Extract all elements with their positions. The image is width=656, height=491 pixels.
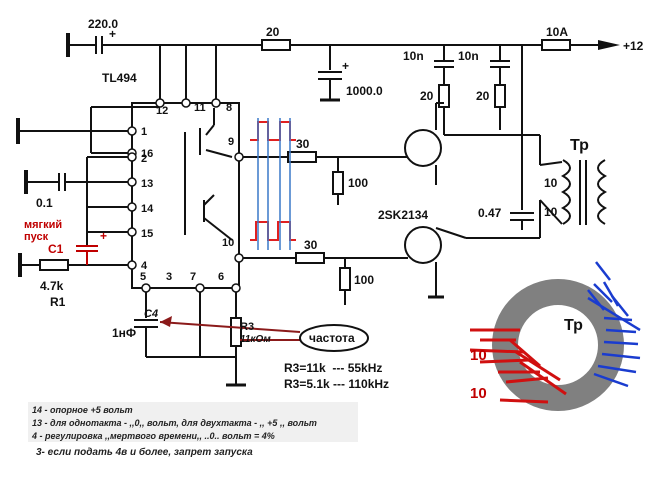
pin-11: 11: [194, 102, 206, 114]
label-chip-name: TL494: [102, 71, 137, 85]
label-gate-res-1: 30: [296, 137, 310, 151]
label-cap-pin13: 0.1: [36, 196, 53, 210]
label-r1-value: 4.7k: [40, 279, 64, 293]
label-cap-047: 0.47: [478, 206, 502, 220]
pin-13: 13: [141, 178, 153, 190]
label-fuse: 10A: [546, 25, 568, 39]
label-gate-res-2: 30: [304, 238, 318, 252]
label-snubber-res-2: 20: [476, 89, 490, 103]
note-line-1: 14 - опорное +5 вольт: [32, 405, 133, 415]
label-pulldown-2: 100: [354, 273, 374, 287]
pin-2: 2: [141, 153, 147, 165]
label-soft-start-2: пуск: [24, 231, 49, 243]
pin-8: 8: [226, 102, 232, 114]
label-cap-bulk: 1000.0: [346, 84, 383, 98]
label-soft-start-1: мягкий: [24, 219, 62, 231]
pin-15: 15: [141, 228, 153, 240]
label-snubber-res-1: 20: [420, 89, 434, 103]
label-snubber-cap-1: 10n: [403, 49, 424, 63]
pin-12: 12: [156, 105, 168, 117]
toroid-winding-a: 10: [470, 347, 487, 364]
pin-4: 4: [141, 260, 148, 272]
label-frequency: частота: [309, 331, 355, 345]
label-mosfet: 2SK2134: [378, 208, 428, 222]
pin-7: 7: [190, 271, 196, 283]
label-snubber-cap-2: 10n: [458, 49, 479, 63]
note-line-3: 4 - регулировка ,,мертвого времени,, ..0…: [31, 431, 275, 441]
label-output-voltage: +12: [623, 39, 644, 53]
note-bottom: 3- если подать 4в и более, запрет запуск…: [36, 446, 253, 458]
label-pulldown-1: 100: [348, 176, 368, 190]
svg-text:+: +: [342, 59, 349, 73]
toroid-label: Тр: [564, 317, 583, 334]
pin-6: 6: [218, 271, 224, 283]
formula-line-2: R3=5.1k --- 110kHz: [284, 377, 389, 391]
pin-3: 3: [166, 271, 172, 283]
note-line-2: 13 - для однотакта - ,,0,, вольт, для дв…: [32, 418, 317, 428]
pin-9: 9: [228, 136, 234, 148]
svg-text:+: +: [109, 27, 116, 41]
label-transformer: Тр: [570, 137, 589, 154]
label-cap-input: 220.0: [88, 17, 118, 31]
label-winding-2: 10: [544, 205, 558, 219]
pin-16: 16: [141, 148, 153, 160]
toroid-winding-b: 10: [470, 385, 487, 402]
pin-14: 14: [141, 203, 154, 215]
pin-5: 5: [140, 271, 146, 283]
label-winding-1: 10: [544, 176, 558, 190]
label-r3-value: 11кОм: [240, 334, 271, 345]
pin-10: 10: [222, 237, 234, 249]
label-res-input: 20: [266, 25, 280, 39]
formula-line-1: R3=11k --- 55kHz: [284, 361, 382, 375]
pin-1: 1: [141, 126, 147, 138]
label-c4-value: 1нФ: [112, 326, 136, 340]
label-r3: R3: [240, 321, 254, 333]
label-c4: C4: [144, 308, 158, 320]
svg-text:+: +: [100, 229, 107, 243]
label-r1: R1: [50, 295, 66, 309]
label-c1: C1: [48, 242, 64, 256]
